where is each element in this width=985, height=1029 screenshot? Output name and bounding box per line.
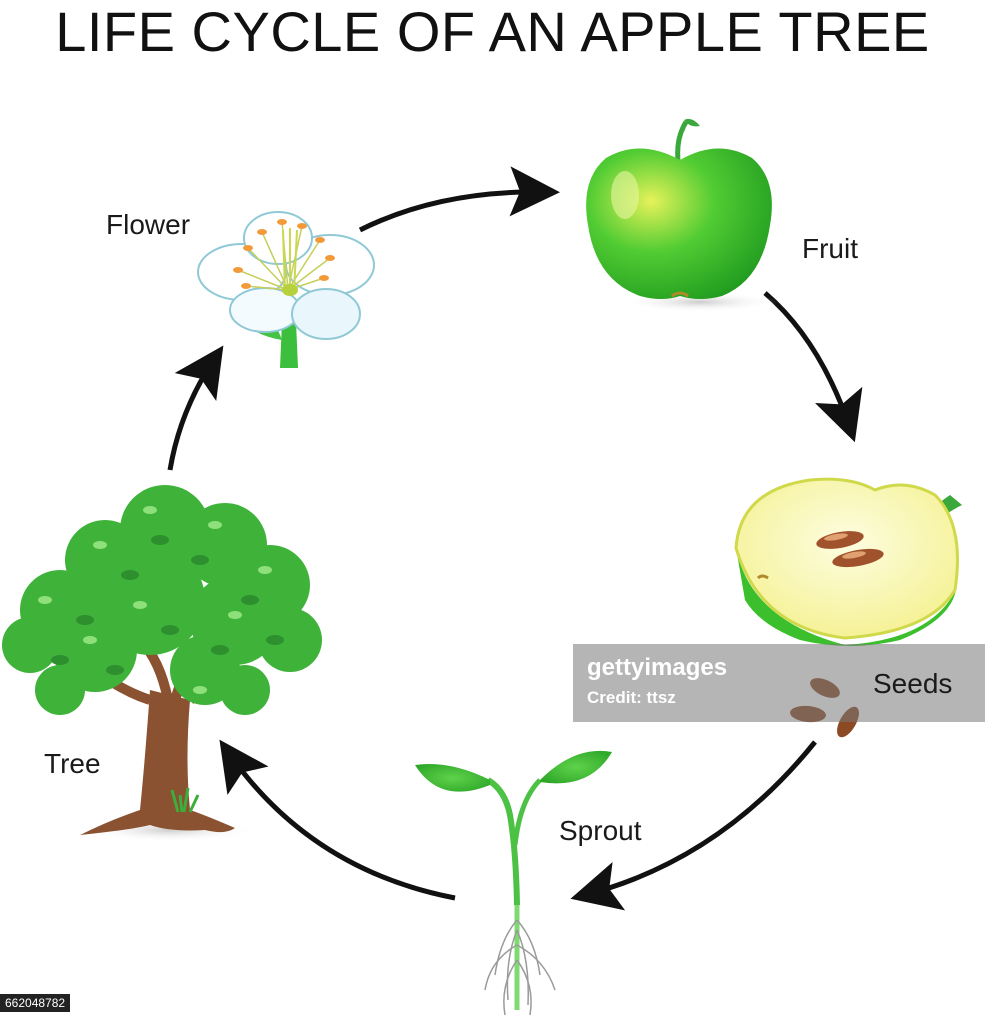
apple-fruit-illustration [586, 118, 778, 312]
stage-label-tree: Tree [44, 748, 101, 779]
flower-illustration [197, 211, 375, 368]
tree-illustration [2, 485, 322, 842]
arrow-flower-to-fruit [358, 166, 560, 233]
watermark-band [573, 644, 985, 722]
half-apple-illustration [734, 477, 962, 646]
arrow-sprout-to-tree [219, 739, 456, 901]
page-title: LIFE CYCLE OF AN APPLE TREE [55, 0, 930, 63]
stage-label-seeds: Seeds [873, 668, 953, 699]
stage-label-fruit: Fruit [802, 233, 858, 264]
arrow-seeds-to-sprout [570, 740, 817, 911]
watermark-brand: gettyimages [587, 654, 728, 681]
watermark-credit: Credit: ttsz [587, 688, 676, 707]
sprout-illustration [415, 750, 612, 1016]
arrow-tree-to-flower [167, 345, 224, 471]
image-id-tag: 662048782 [0, 994, 71, 1012]
arrow-fruit-to-seeds [763, 291, 863, 443]
stage-label-flower: Flower [106, 209, 191, 240]
stage-label-sprout: Sprout [559, 815, 642, 846]
